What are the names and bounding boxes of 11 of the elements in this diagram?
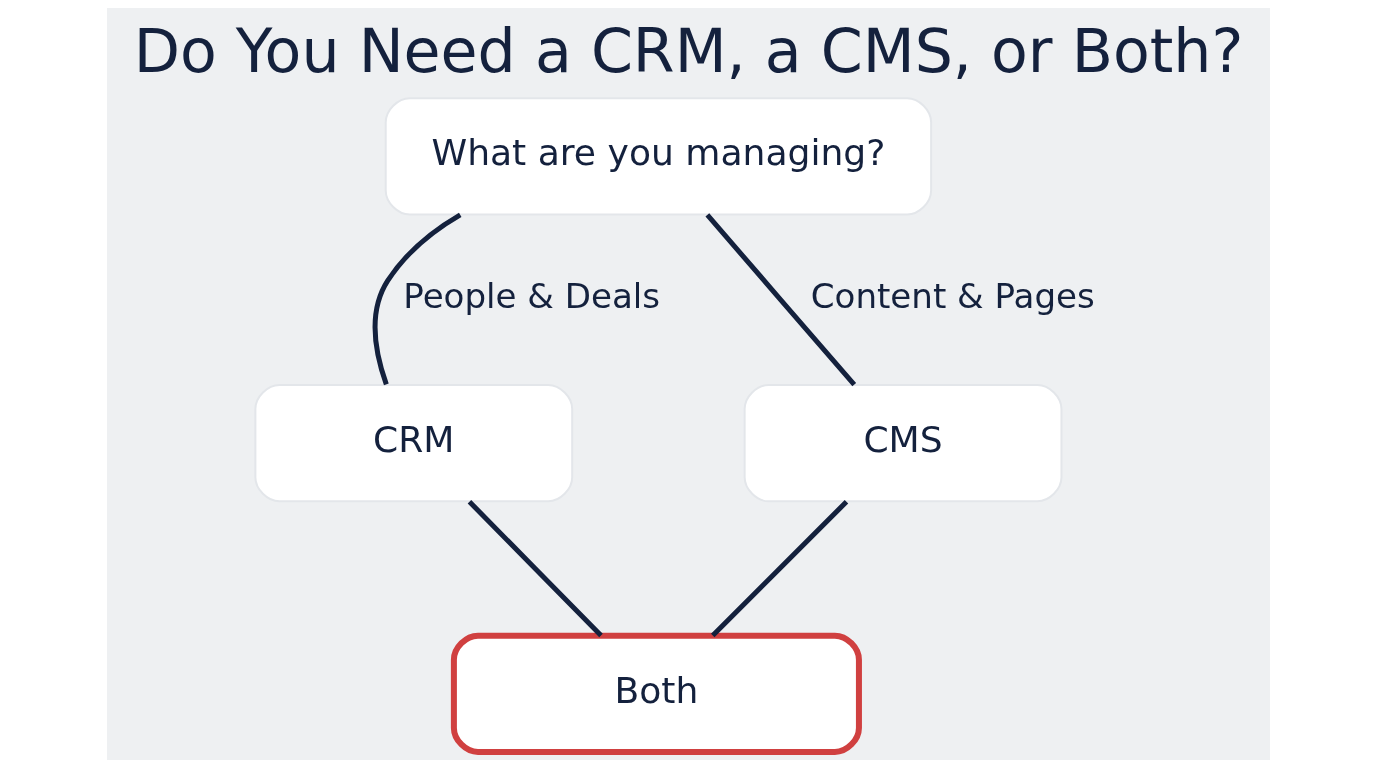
edge-label: Content & Pages [810, 276, 1095, 316]
connector [710, 499, 848, 638]
connector [372, 212, 462, 386]
edge-label: People & Deals [402, 276, 660, 316]
node-box: CRM [253, 384, 573, 503]
node-box: Both [450, 632, 862, 755]
node-box: What are you managing? [384, 97, 932, 216]
connector [467, 500, 603, 638]
diagram-title: Do You Need a CRM, a CMS, or Both? [133, 16, 1243, 87]
node-box: CMS [743, 384, 1062, 503]
connector [704, 213, 856, 387]
